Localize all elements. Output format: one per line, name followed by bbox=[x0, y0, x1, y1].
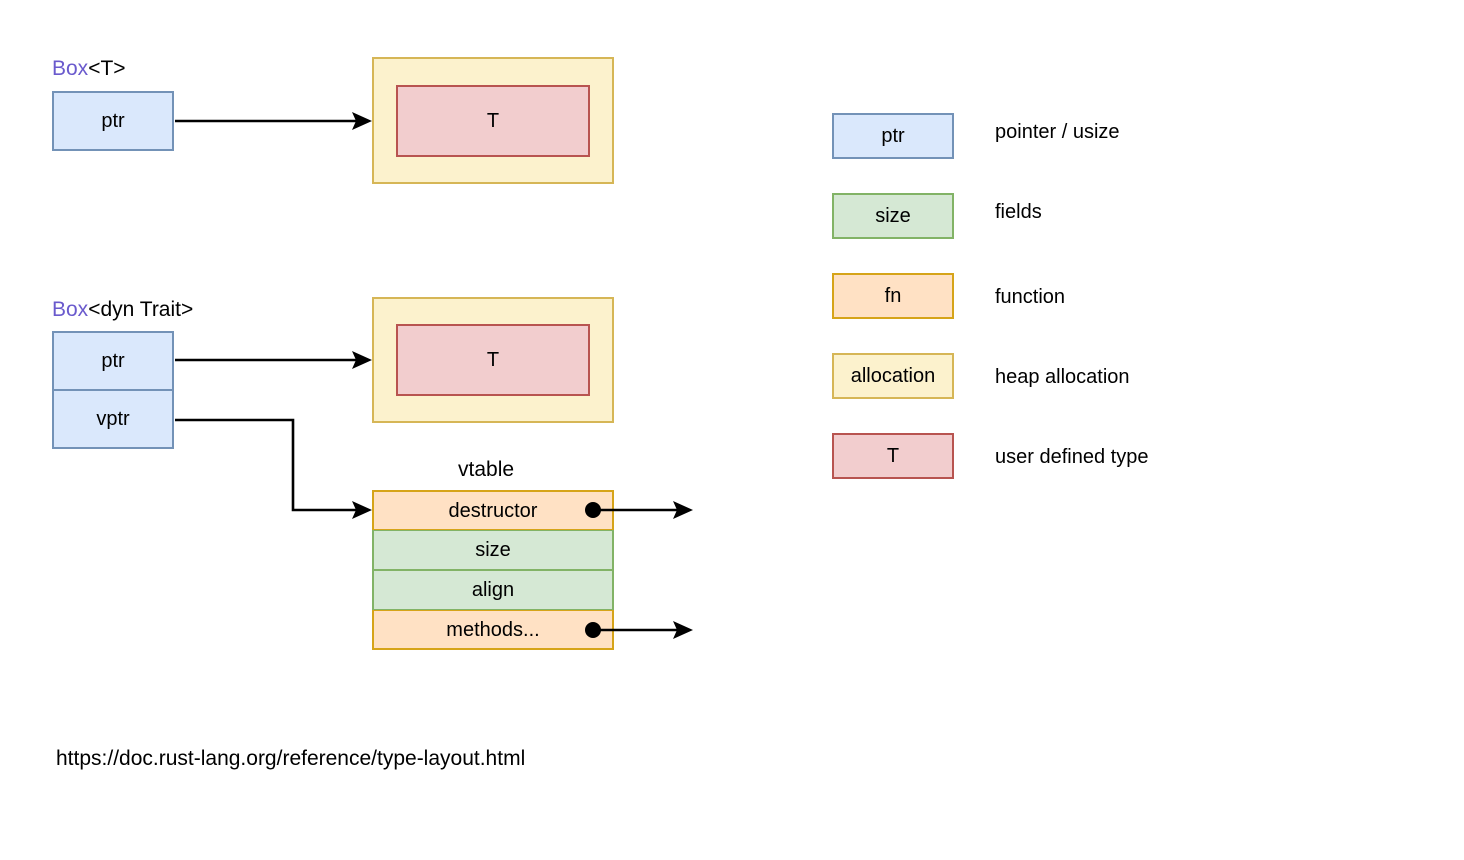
box-dyn-ptr-cell[interactable]: ptr bbox=[52, 331, 174, 390]
box-t-label-rest: <T> bbox=[88, 57, 126, 80]
vtable-row-align-label: align bbox=[471, 579, 515, 601]
legend-description-allocation: heap allocation bbox=[995, 366, 1130, 388]
vtable-row-size[interactable]: size bbox=[372, 530, 614, 570]
legend-description-field: fields bbox=[995, 201, 1042, 223]
vtable-row-destructor-label: destructor bbox=[448, 499, 538, 522]
box-t-ptr-cell[interactable]: ptr bbox=[52, 91, 174, 151]
legend-swatch-pointer-label: ptr bbox=[881, 125, 905, 147]
box-t-label: Box<T> bbox=[52, 58, 126, 79]
legend-swatch-field: size bbox=[832, 193, 954, 239]
legend-swatch-allocation: allocation bbox=[832, 353, 954, 399]
legend-swatch-allocation-label: allocation bbox=[850, 365, 936, 387]
box-dyn-ptr-label: ptr bbox=[101, 350, 125, 372]
box-dyn-payload-label: T bbox=[486, 349, 500, 371]
box-dyn-label-keyword: Box bbox=[52, 298, 89, 321]
vtable-row-align[interactable]: align bbox=[372, 570, 614, 610]
box-dyn-vptr-label: vptr bbox=[96, 408, 130, 430]
legend-swatch-pointer: ptr bbox=[832, 113, 954, 159]
legend-swatch-field-label: size bbox=[875, 205, 911, 227]
legend-description-fn: function bbox=[995, 286, 1066, 308]
box-t-ptr-label: ptr bbox=[101, 110, 125, 132]
legend-swatch-fn: fn bbox=[832, 273, 954, 319]
box-t-label-keyword: Box bbox=[52, 57, 89, 80]
vtable-row-methods-label: methods... bbox=[446, 618, 540, 641]
box-dyn-label: Box<dyn Trait> bbox=[52, 299, 193, 320]
legend-description-user-type: user defined type bbox=[995, 446, 1149, 468]
legend-swatch-user-type-label: T bbox=[886, 445, 900, 467]
legend-description-pointer: pointer / usize bbox=[995, 121, 1120, 143]
box-dyn-payload[interactable]: T bbox=[396, 324, 590, 396]
vtable-row-destructor[interactable]: destructor bbox=[372, 490, 614, 530]
vtable-caption: vtable bbox=[458, 458, 515, 481]
box-t-payload-label: T bbox=[486, 110, 500, 132]
source-url: https://doc.rust-lang.org/reference/type… bbox=[56, 747, 526, 770]
box-dyn-label-rest: <dyn Trait> bbox=[88, 298, 194, 321]
box-t-payload[interactable]: T bbox=[396, 85, 590, 157]
box-dyn-vptr-cell[interactable]: vptr bbox=[52, 390, 174, 449]
legend-swatch-fn-label: fn bbox=[884, 285, 902, 307]
legend-swatch-user-type: T bbox=[832, 433, 954, 479]
vtable-row-size-label: size bbox=[475, 539, 511, 561]
